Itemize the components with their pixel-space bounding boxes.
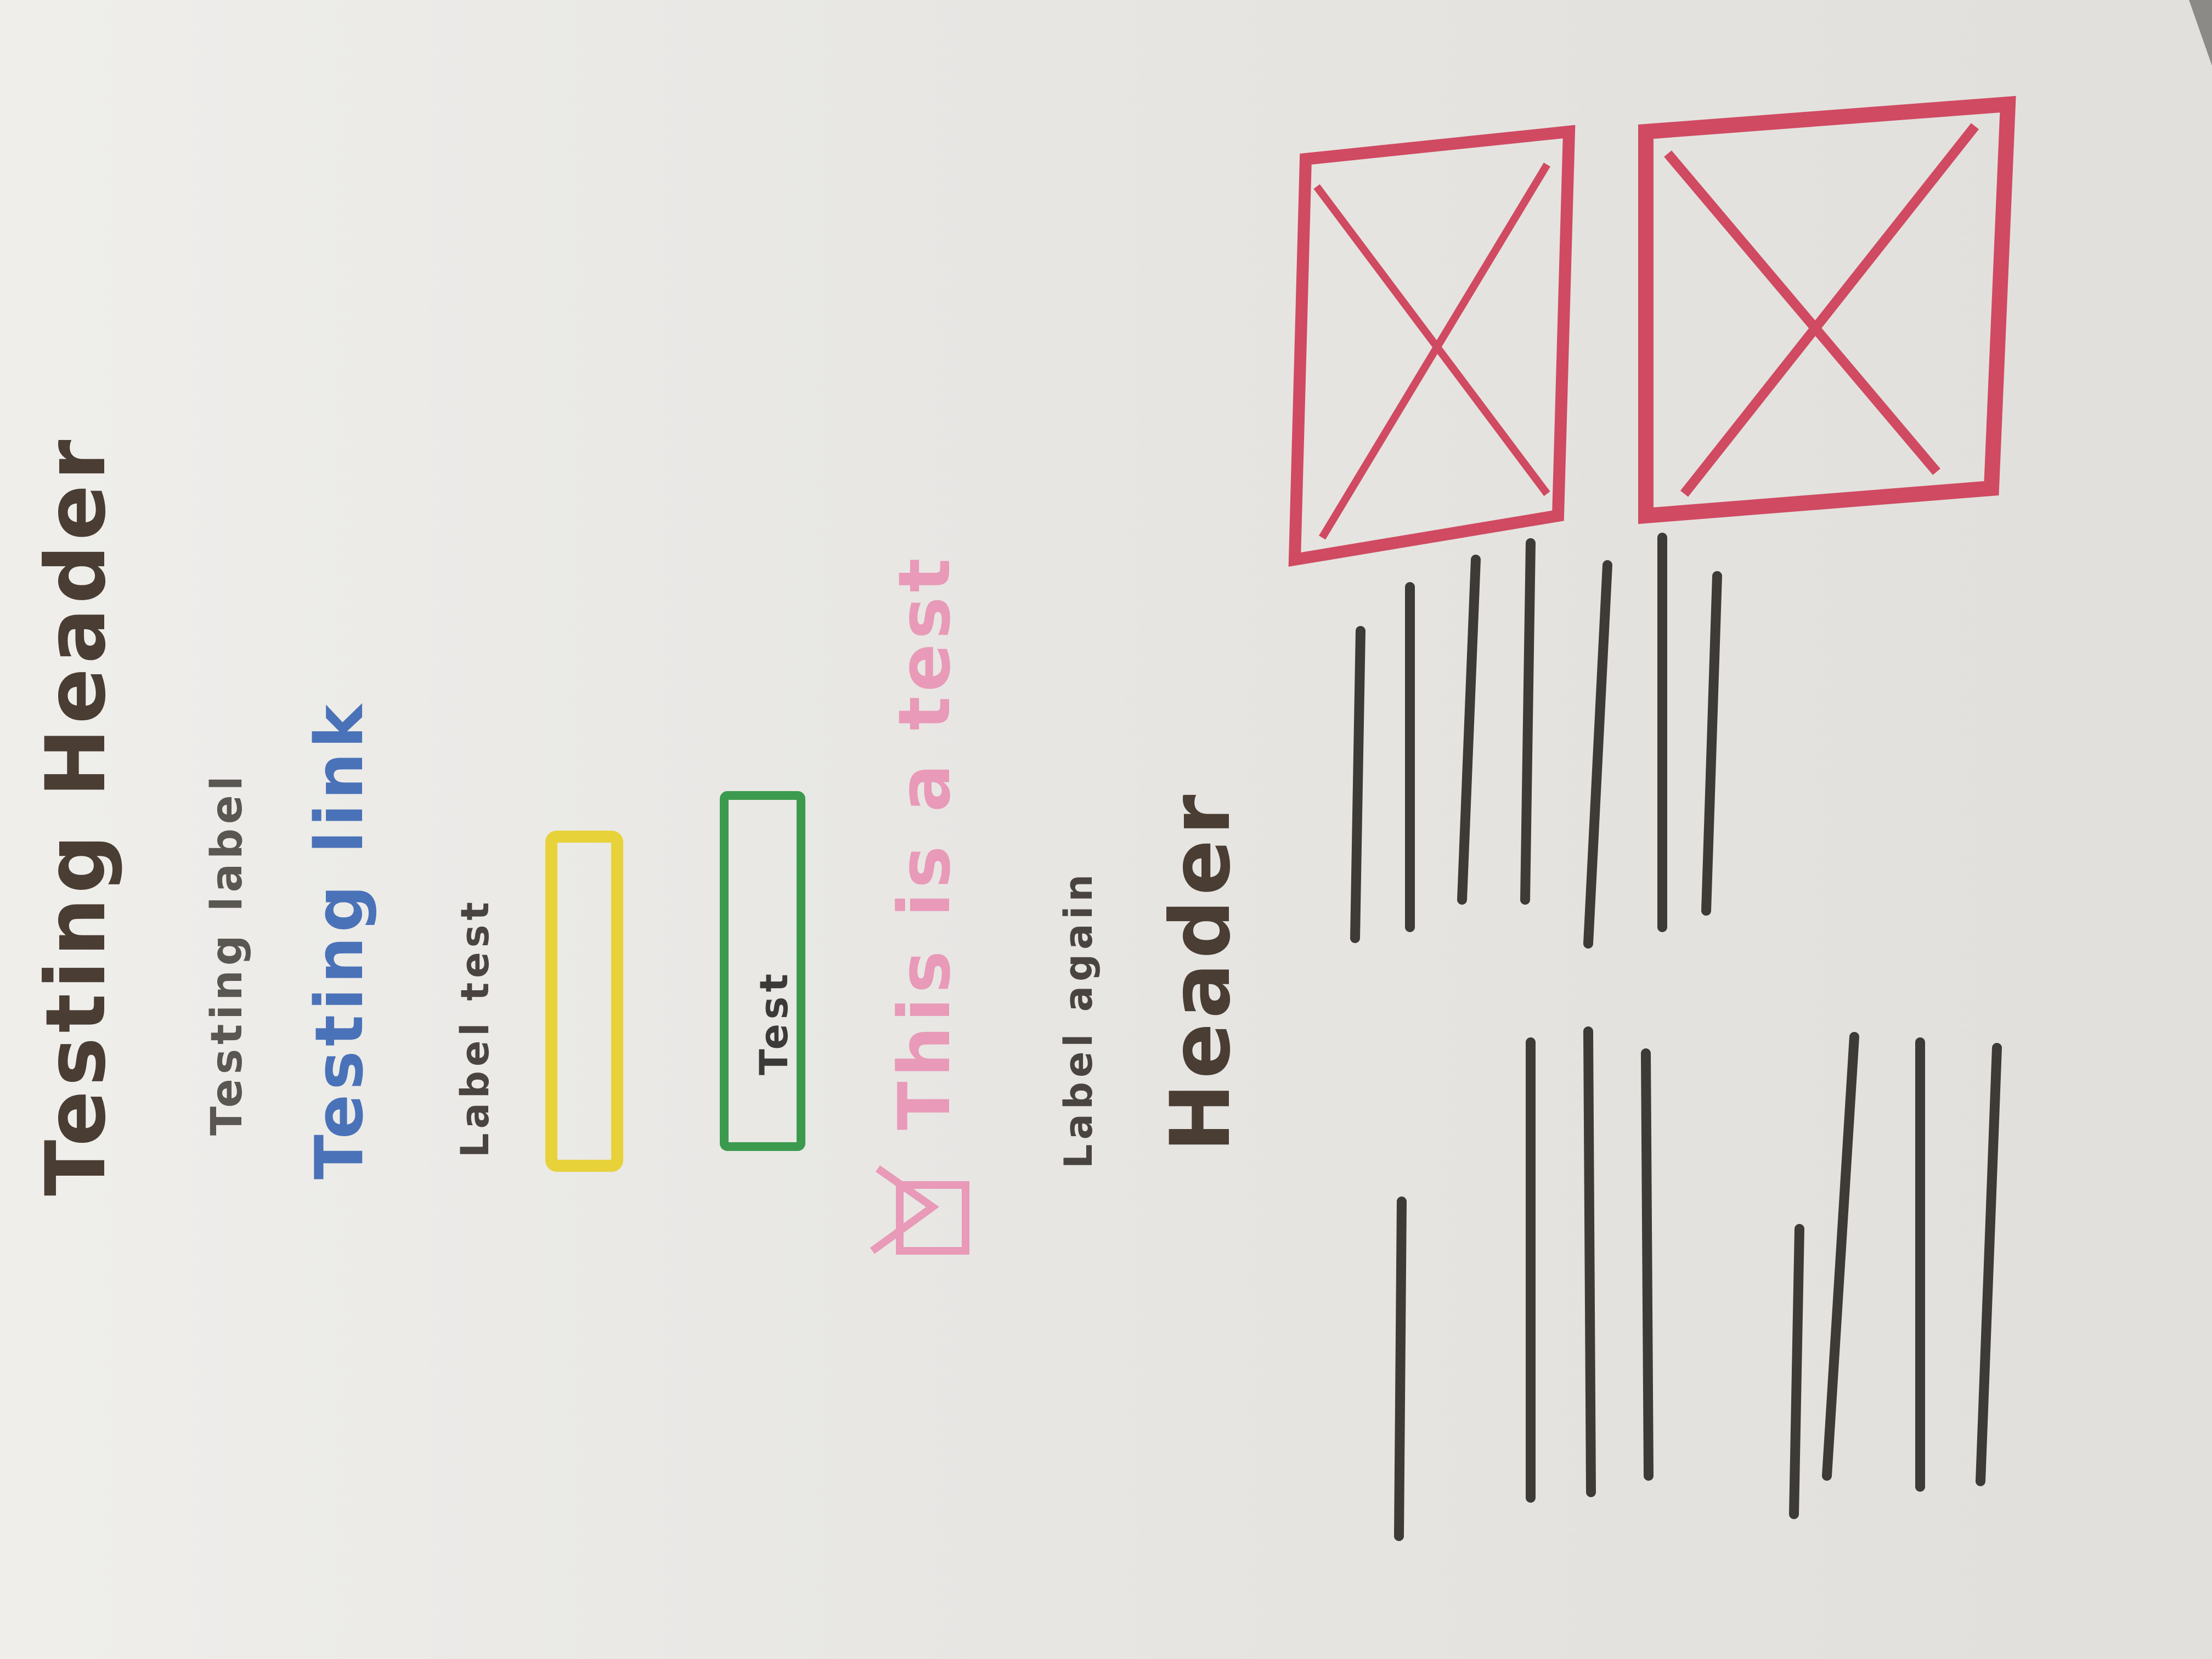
test-button[interactable] xyxy=(720,791,805,1151)
test-button-label: Test xyxy=(752,969,797,1075)
text-line xyxy=(1583,560,1612,949)
image-placeholder-2 xyxy=(1638,95,2016,524)
placeholder-cross-a xyxy=(1664,150,1940,475)
checkbox[interactable] xyxy=(870,1165,969,1255)
text-lines-block-1 xyxy=(1350,538,1536,943)
text-line xyxy=(1457,555,1481,905)
image-placeholder-1 xyxy=(1288,125,1576,567)
placeholder-cross-a xyxy=(1313,184,1550,496)
text-line xyxy=(1976,1043,2002,1486)
text-line xyxy=(1641,1048,1654,1481)
label-again: Label again xyxy=(1056,870,1101,1169)
text-line xyxy=(1583,1026,1596,1497)
text-line xyxy=(1520,538,1536,905)
checkbox-check-icon xyxy=(870,1165,940,1254)
testing-label: Testing label xyxy=(202,771,252,1136)
text-line xyxy=(1822,1032,1859,1481)
image-placeholder-icon xyxy=(1638,95,2016,524)
placeholder-cross-b xyxy=(1680,123,1979,497)
header-title: Testing Header xyxy=(29,436,124,1197)
text-lines-block-2 xyxy=(1583,533,1722,949)
text-lines-block-3 xyxy=(1394,1026,1654,1541)
checkbox-box[interactable] xyxy=(896,1181,969,1255)
text-line xyxy=(1350,626,1365,943)
placeholder-cross-b xyxy=(1319,162,1550,540)
input-label: Label test xyxy=(453,898,498,1158)
checkbox-label: This is a test xyxy=(883,554,966,1130)
text-line xyxy=(1701,571,1722,916)
text-lines-block-4 xyxy=(1789,1032,2002,1519)
text-line xyxy=(1394,1197,1407,1541)
text-line xyxy=(1789,1224,1804,1519)
testing-link[interactable]: Testing link xyxy=(302,700,378,1180)
text-input-field[interactable] xyxy=(545,831,623,1172)
section-header: Header xyxy=(1153,790,1249,1152)
image-placeholder-icon xyxy=(1288,125,1576,567)
